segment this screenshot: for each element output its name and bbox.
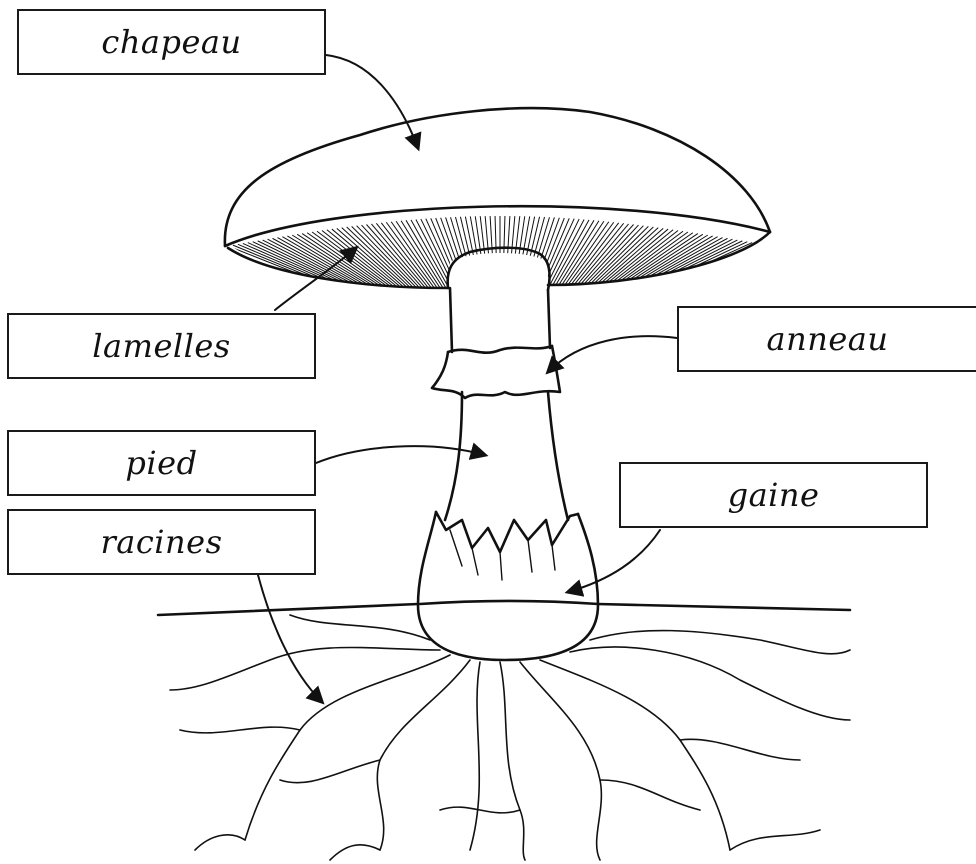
roots xyxy=(170,615,850,860)
gill-line xyxy=(505,216,509,292)
gill-line xyxy=(522,217,540,292)
label-racines-text: racines xyxy=(101,523,223,561)
label-pied: pied xyxy=(7,430,316,496)
label-chapeau: chapeau xyxy=(17,9,326,75)
ring xyxy=(432,346,560,398)
label-gaine: gaine xyxy=(619,462,928,528)
label-lamelles: lamelles xyxy=(7,313,316,379)
label-lamelles-text: lamelles xyxy=(92,327,230,365)
gill-line xyxy=(503,216,505,292)
stem xyxy=(445,248,568,520)
gill-line xyxy=(546,219,584,291)
ground-line xyxy=(158,604,850,615)
gill-line xyxy=(436,218,465,292)
gill-line xyxy=(253,242,364,294)
gill-line xyxy=(639,243,752,295)
gills-outline xyxy=(228,232,770,288)
gill-line xyxy=(263,240,370,294)
gill-line xyxy=(519,217,535,292)
gill-line xyxy=(480,216,489,291)
label-anneau-text: anneau xyxy=(767,320,889,358)
gill-line xyxy=(495,216,497,292)
arrow-racines xyxy=(258,575,322,702)
arrow-gaine xyxy=(568,530,660,592)
cap xyxy=(225,108,770,246)
label-racines: racines xyxy=(7,509,316,575)
volva xyxy=(418,512,598,660)
gill-line xyxy=(511,216,520,291)
gill-line xyxy=(391,222,440,292)
label-gaine-text: gaine xyxy=(728,476,820,514)
gill-line xyxy=(601,231,683,293)
label-chapeau-text: chapeau xyxy=(101,23,241,61)
gill-line xyxy=(631,240,738,294)
arrow-chapeau xyxy=(326,55,418,148)
label-pied-text: pied xyxy=(125,444,197,482)
arrow-anneau xyxy=(548,336,677,372)
label-anneau: anneau xyxy=(677,306,976,372)
gill-line xyxy=(490,216,494,292)
